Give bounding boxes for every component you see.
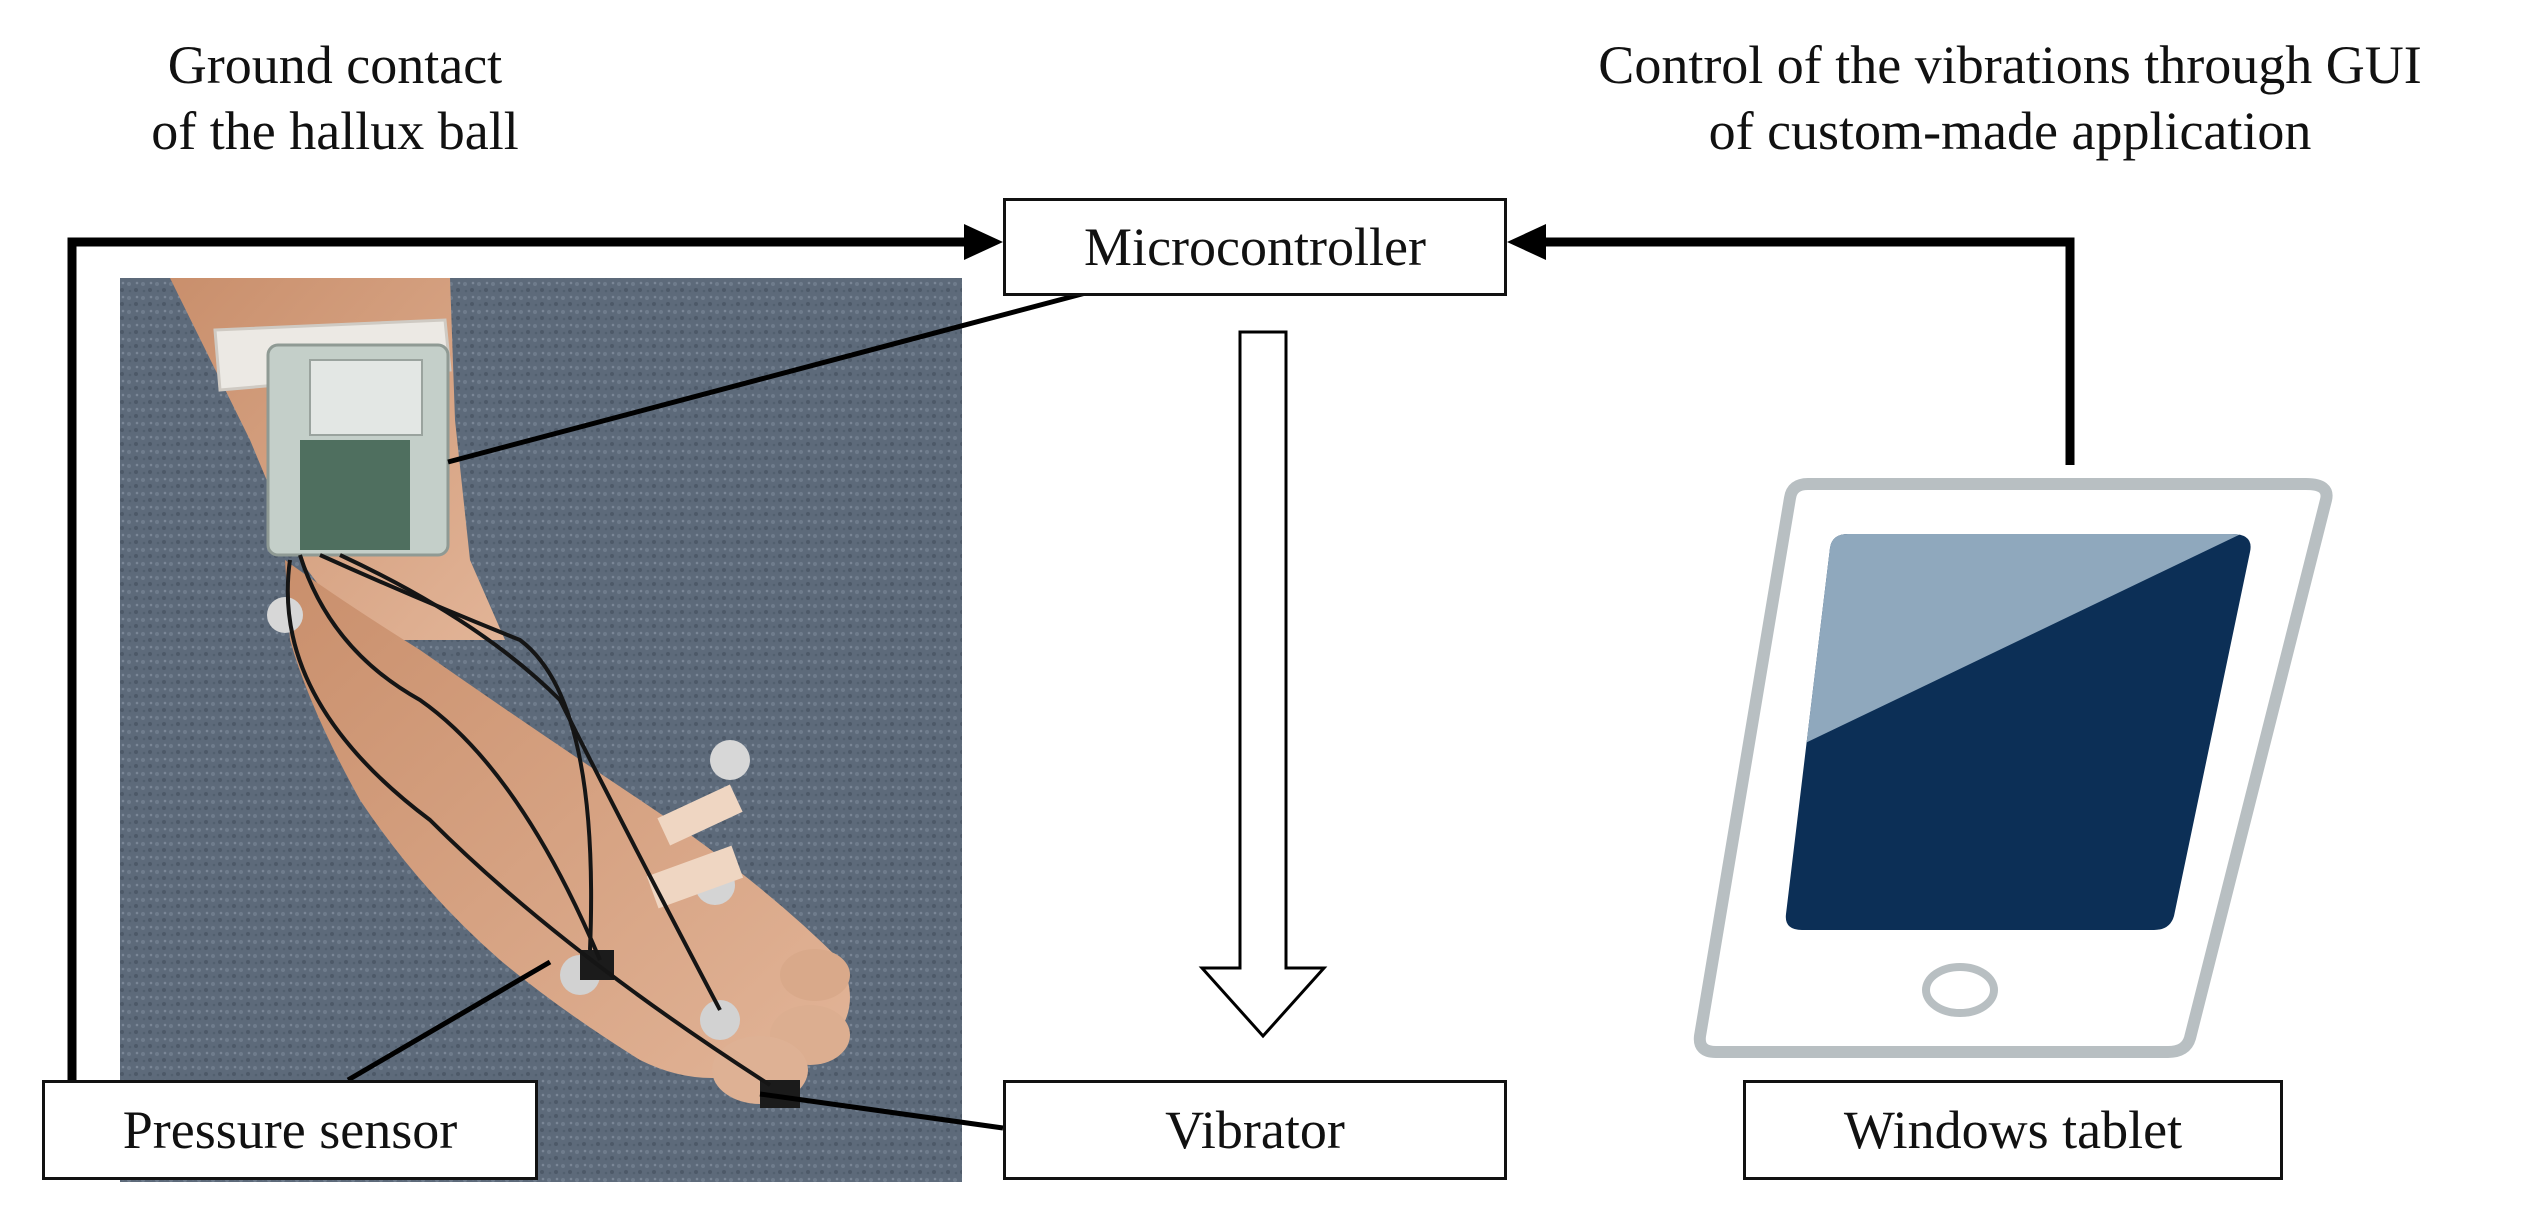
- arrow-pressure-to-micro: [67, 224, 1003, 1080]
- caption-gui-control-line-1: Control of the vibrations through GUI: [1598, 35, 2422, 95]
- caption-ground-contact-line-2: of the hallux ball: [151, 101, 519, 161]
- caption-gui-control: Control of the vibrations through GUI of…: [1480, 32, 2535, 164]
- arrow-tablet-to-micro: [1507, 224, 2075, 465]
- caption-gui-control-line-2: of custom-made application: [1708, 101, 2312, 161]
- tablet-icon: [1693, 478, 2333, 1058]
- hollow-down-arrow: [1198, 330, 1328, 1039]
- pressure-sensor-label: Pressure sensor: [42, 1080, 538, 1180]
- windows-tablet-label: Windows tablet: [1743, 1080, 2283, 1180]
- foot-photo: [120, 278, 962, 1182]
- caption-ground-contact: Ground contact of the hallux ball: [20, 32, 650, 164]
- vibrator-label: Vibrator: [1003, 1080, 1507, 1180]
- caption-ground-contact-line-1: Ground contact: [167, 35, 503, 95]
- microcontroller-label: Microcontroller: [1003, 198, 1507, 296]
